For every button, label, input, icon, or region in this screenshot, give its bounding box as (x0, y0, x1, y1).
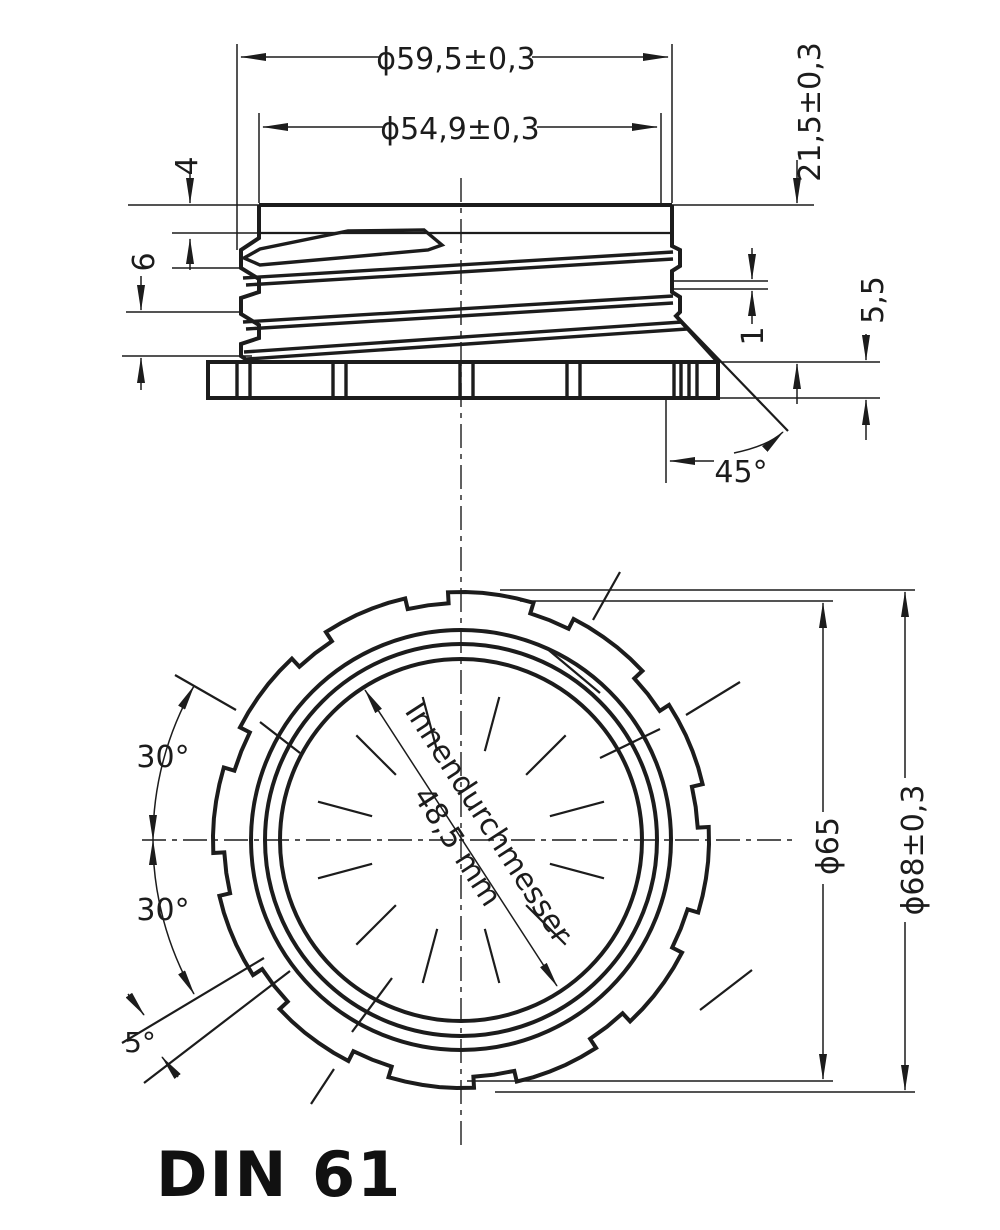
thread-helix-lines (242, 250, 688, 361)
dim-label-thread-od: ϕ59,5±0,3 (376, 42, 535, 77)
thread-od-circle (249, 628, 673, 1052)
side-view-dimensions: ϕ59,5±0,3 ϕ54,9±0,3 4 6 21,5±0,3 1 5,5 4… (122, 42, 891, 490)
dim-label-bead-height: 5,5 (856, 276, 891, 324)
thread-root-circle (263, 642, 659, 1038)
dim-label-lobe-od: ϕ68±0,3 (896, 785, 931, 916)
dim-label-thread-depth: 1 (736, 326, 771, 345)
dim-label-thread-pitch: 6 (127, 252, 162, 271)
dim-label-total-height: 21,5±0,3 (793, 42, 828, 182)
neck-right-profile (670, 205, 720, 364)
dim-label-slot-angle: 5° (124, 1026, 156, 1059)
dim-label-chamfer-angle: 45° (714, 455, 767, 490)
dim-label-top-band-height: 4 (170, 156, 205, 175)
centerlines (142, 178, 795, 1148)
drawing-title: DIN 61 (156, 1138, 402, 1211)
dim-label-base-od: ϕ65 (811, 817, 846, 875)
thread-runout (240, 228, 446, 267)
dim-label-body-od: ϕ54,9±0,3 (380, 112, 539, 147)
reference-ticks (259, 571, 753, 1105)
scalloped-ring-outline (210, 589, 712, 1091)
bottom-view-dimensions: 30° 30° 5° ϕ65 ϕ68±0,3 (124, 589, 931, 1093)
transfer-bead (206, 360, 720, 400)
side-view (128, 203, 814, 483)
dim-label-segment-angle-lower: 30° (136, 893, 189, 928)
neck-left-profile (239, 205, 261, 364)
transfer-bead-serrations (235, 363, 699, 397)
bore-circle (278, 657, 644, 1023)
bottom-view: Innendurchmesser 48,5 mm (121, 571, 753, 1105)
vent-slot (121, 957, 291, 1084)
dim-label-segment-angle-upper: 30° (136, 740, 189, 775)
